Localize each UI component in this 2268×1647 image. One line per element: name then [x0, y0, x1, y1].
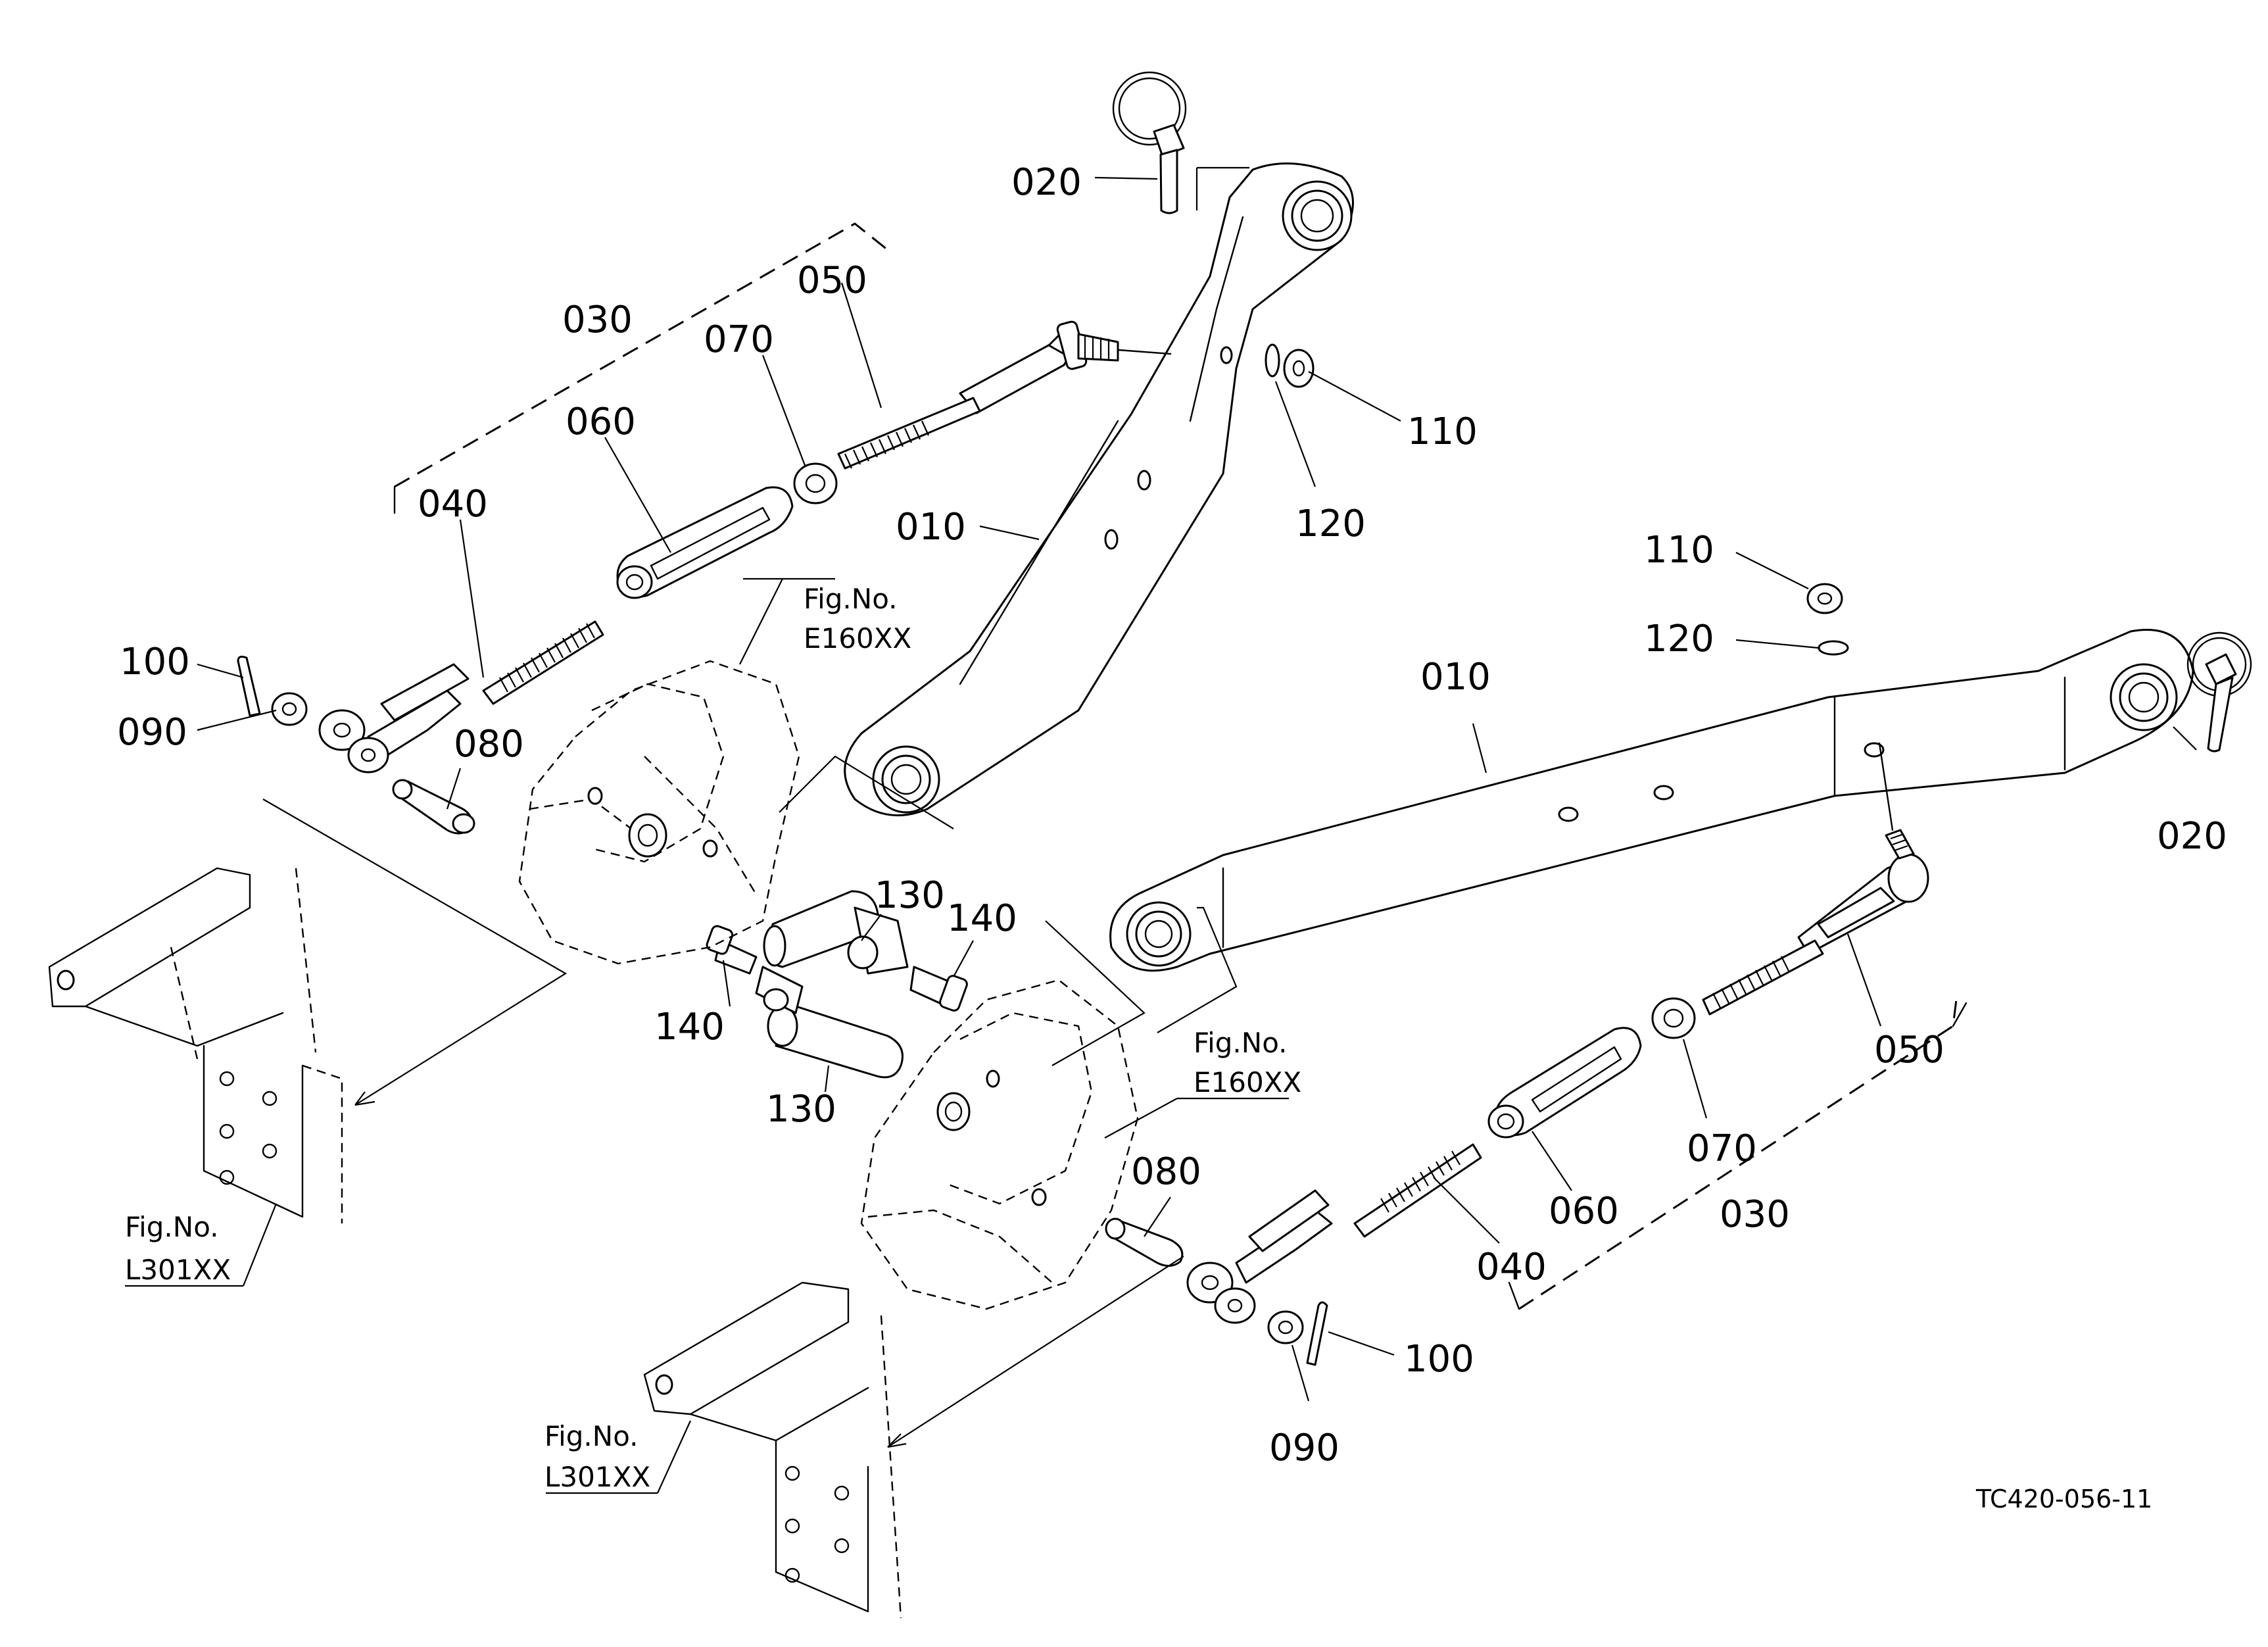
fig-label-l301-a: Fig.No.: [125, 1211, 219, 1243]
axle-bracket-left: [48, 867, 343, 1223]
lift-pins-and-nuts: [1112, 71, 2252, 752]
callout-010-top: 010: [896, 506, 966, 549]
callout-060-bot: 060: [1549, 1190, 1619, 1233]
callouts: 020 050 030 070 060 040 110 120 010 100 …: [117, 161, 2227, 1469]
callout-110-right: 110: [1644, 529, 1714, 572]
callout-050-top: 050: [797, 259, 867, 302]
bracket-e160-lower: [860, 979, 1139, 1310]
pins-130-140: [706, 890, 968, 1079]
check-chain-lower: [1105, 742, 1929, 1366]
callout-130-top: 130: [875, 874, 945, 917]
callout-080-bot: 080: [1131, 1150, 1201, 1193]
callout-070-top: 070: [704, 318, 774, 361]
callout-100-bot: 100: [1404, 1338, 1474, 1381]
callout-020-right: 020: [2157, 815, 2227, 858]
axle-bracket-right: [643, 1281, 902, 1619]
callout-040-top: 040: [418, 483, 488, 526]
callout-140-top: 140: [947, 897, 1017, 940]
fig-label-l301-b: Fig.No.: [544, 1420, 639, 1452]
callout-140-bot: 140: [654, 1006, 725, 1048]
callout-100-top: 100: [120, 641, 190, 683]
callout-080-top: 080: [454, 723, 524, 766]
callout-060-top: 060: [566, 401, 636, 443]
callout-010-right: 010: [1420, 656, 1491, 699]
lower-link-lower: [1109, 629, 2194, 972]
leader-lines: [125, 166, 2197, 1494]
callout-030-top: 030: [562, 299, 633, 341]
fig-ref-l301-b: L301XX: [544, 1461, 650, 1493]
callout-120-top: 120: [1295, 503, 1366, 545]
figure-references: Fig.No. E160XX Fig.No. E160XX Fig.No. L3…: [125, 583, 2152, 1513]
callout-040-bot: 040: [1476, 1246, 1547, 1289]
fig-label-e160-b: Fig.No.: [1194, 1027, 1288, 1059]
callout-120-right: 120: [1644, 618, 1714, 660]
bracket-e160-upper: [518, 660, 800, 965]
callout-110-top: 110: [1407, 410, 1478, 453]
lower-link-upper: [844, 162, 1354, 817]
guide-lines: [262, 222, 1967, 1448]
fig-ref-e160-b: E160XX: [1194, 1066, 1301, 1098]
fig-label-e160-a: Fig.No.: [804, 583, 898, 615]
callout-070-bot: 070: [1687, 1127, 1757, 1170]
fig-ref-l301-a: L301XX: [125, 1254, 231, 1286]
callout-020-top: 020: [1011, 161, 1082, 204]
callout-090-top: 090: [117, 711, 187, 754]
callout-050-bot: 050: [1874, 1029, 1944, 1071]
fig-ref-e160-a: E160XX: [804, 622, 911, 654]
callout-130-bot: 130: [766, 1088, 836, 1131]
diagram-code: TC420-056-11: [1975, 1485, 2152, 1513]
check-chain-upper: [237, 320, 1172, 835]
callout-090-bot: 090: [1269, 1427, 1339, 1469]
callout-030-bot: 030: [1720, 1193, 1790, 1236]
